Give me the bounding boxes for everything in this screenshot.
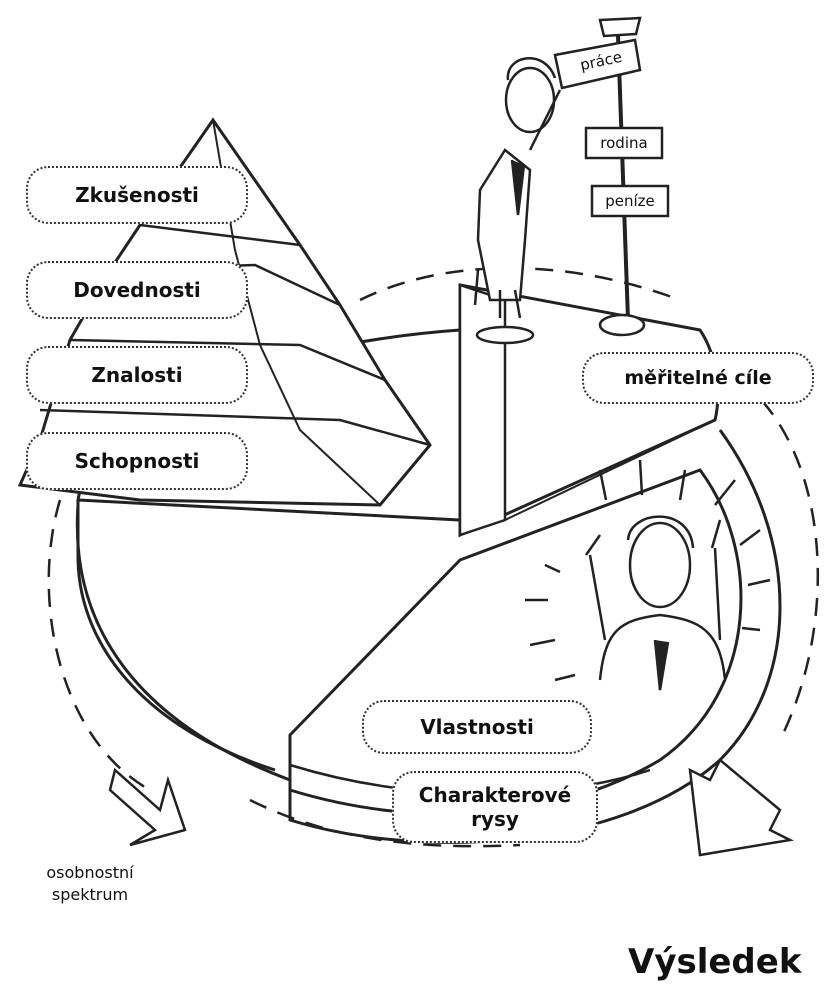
- spectrum-arrow: [108, 767, 187, 847]
- pyramid-steps: [39, 223, 431, 447]
- sign-penize: peníze: [605, 192, 655, 210]
- slice-raised-front: [458, 283, 507, 537]
- signpost-stone: [598, 313, 646, 337]
- orbit-dashed-top: [359, 266, 681, 302]
- sign-rodina: rodina: [600, 134, 648, 152]
- goals-label: měřitelné cíle: [582, 352, 814, 404]
- traits-label: Vlastnosti: [362, 700, 592, 754]
- excitement-lines: [525, 459, 771, 682]
- character-label: Charakterové rysy: [392, 771, 598, 843]
- cheering-man: [584, 515, 727, 691]
- pyramid-level-dovednosti: Dovednosti: [26, 261, 248, 319]
- sign-board-penize: [590, 184, 670, 218]
- slice-raised-edge: [504, 419, 716, 521]
- spectrum-caption: osobnostní spektrum: [46, 863, 134, 904]
- sign-board-rodina: [584, 126, 664, 160]
- orbit-dashed-left: [47, 499, 151, 792]
- result-arrow: [688, 758, 794, 857]
- pyramid-level-zkusenosti: Zkušenosti: [26, 166, 248, 224]
- sign-board-prace: [553, 38, 642, 90]
- signpost-cap: [598, 16, 642, 38]
- pie-rim-left: [76, 500, 276, 772]
- man-with-sign: [473, 57, 562, 345]
- pyramid-level-schopnosti: Schopnosti: [26, 432, 248, 490]
- pyramid-level-znalosti: Znalosti: [26, 346, 248, 404]
- result-title: Výsledek: [628, 942, 802, 982]
- orbit-dashed-right: [739, 379, 820, 741]
- signpost-pole: [616, 34, 630, 321]
